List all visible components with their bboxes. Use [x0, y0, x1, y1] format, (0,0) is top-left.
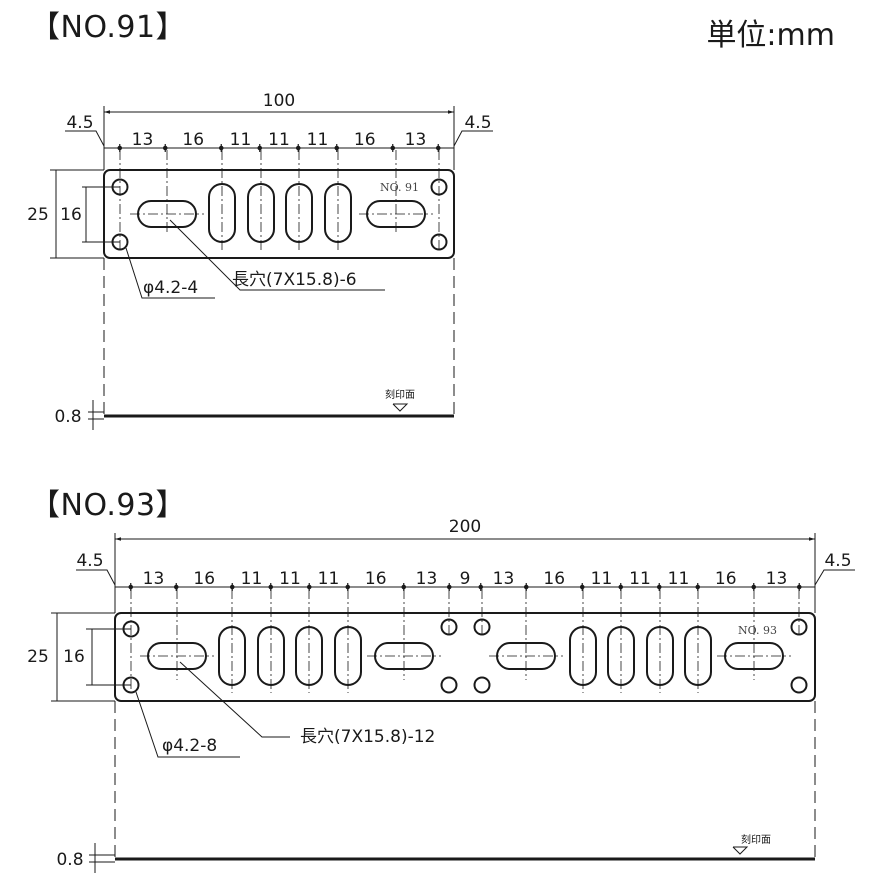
dim-edge-left: 4.5 [76, 551, 103, 571]
dimension-dot [695, 584, 701, 590]
bracket-no91 [50, 106, 493, 430]
dimension-dot [295, 145, 301, 151]
dim-spacing: 11 [268, 130, 290, 150]
dimension-dot [435, 145, 441, 151]
dim-height-inner: 16 [63, 647, 85, 667]
dim-spacing: 11 [629, 569, 651, 589]
part-title-no91: 【NO.91】 [30, 10, 187, 45]
plate-outline [114, 612, 816, 702]
dim-spacing: 9 [460, 569, 471, 589]
slot-callout: 長穴(7X15.8)-6 [232, 270, 357, 290]
dim-spacing: 11 [668, 569, 690, 589]
dim-thickness: 0.8 [56, 850, 83, 870]
mounting-hole [790, 676, 808, 694]
dimension-dot [401, 584, 407, 590]
dimension-dot [162, 145, 168, 151]
dimension-dot [345, 584, 351, 590]
dim-spacing: 13 [766, 569, 788, 589]
dimension-dot [446, 584, 452, 590]
plate-outline [103, 169, 455, 259]
dimension-dot [173, 584, 179, 590]
hole-callout: φ4.2-4 [143, 278, 198, 298]
dim-total-width: 200 [449, 517, 481, 537]
dim-edge-right: 4.5 [464, 113, 491, 133]
dim-spacing: 11 [591, 569, 613, 589]
dimension-dot [579, 584, 585, 590]
dim-spacing: 13 [416, 569, 438, 589]
stamp-face-label: 刻印面 [385, 388, 415, 401]
dim-height-outer: 25 [27, 205, 49, 225]
dim-height-outer: 25 [27, 647, 49, 667]
dim-total-width: 100 [263, 91, 295, 111]
dim-spacing: 11 [230, 130, 252, 150]
dimension-dot [306, 584, 312, 590]
bracket-no93 [51, 533, 855, 873]
stamp-face-label: 刻印面 [741, 833, 771, 846]
dim-spacing: 16 [715, 569, 737, 589]
dimension-dot [656, 584, 662, 590]
slot-callout: 長穴(7X15.8)-12 [300, 727, 435, 747]
dimension-dot [229, 584, 235, 590]
dim-edge-right: 4.5 [824, 551, 851, 571]
dim-spacing: 16 [193, 569, 215, 589]
dimension-dot [390, 145, 396, 151]
dimension-dot [618, 584, 624, 590]
dimension-dot [218, 145, 224, 151]
dim-height-inner: 16 [60, 205, 82, 225]
dim-edge-left: 4.5 [66, 113, 93, 133]
hole-callout: φ4.2-8 [162, 736, 217, 756]
dimension-dot [117, 145, 123, 151]
mounting-hole [473, 676, 491, 694]
dimension-dot [478, 584, 484, 590]
dim-spacing: 13 [143, 569, 165, 589]
dim-spacing: 11 [241, 569, 263, 589]
dimension-dot [257, 145, 263, 151]
dimension-dot [523, 584, 529, 590]
dim-spacing: 13 [132, 130, 154, 150]
dim-spacing: 13 [493, 569, 515, 589]
dim-spacing: 11 [307, 130, 329, 150]
unit-label: 単位:mm [706, 18, 835, 53]
dimension-dot [128, 584, 134, 590]
dim-spacing: 16 [182, 130, 204, 150]
mounting-hole [440, 676, 458, 694]
dim-spacing: 16 [365, 569, 387, 589]
dimension-dot [751, 584, 757, 590]
dim-spacing: 16 [543, 569, 565, 589]
dimension-dot [796, 584, 802, 590]
dimension-dot [268, 584, 274, 590]
part-title-no93: 【NO.93】 [30, 488, 187, 523]
stamp-text: NO. 93 [738, 624, 777, 637]
dim-spacing: 13 [405, 130, 427, 150]
dim-spacing: 11 [279, 569, 301, 589]
dim-spacing: 16 [354, 130, 376, 150]
stamp-text: NO. 91 [380, 181, 419, 194]
dimension-dot [334, 145, 340, 151]
dim-spacing: 11 [318, 569, 340, 589]
dim-thickness: 0.8 [54, 407, 81, 427]
